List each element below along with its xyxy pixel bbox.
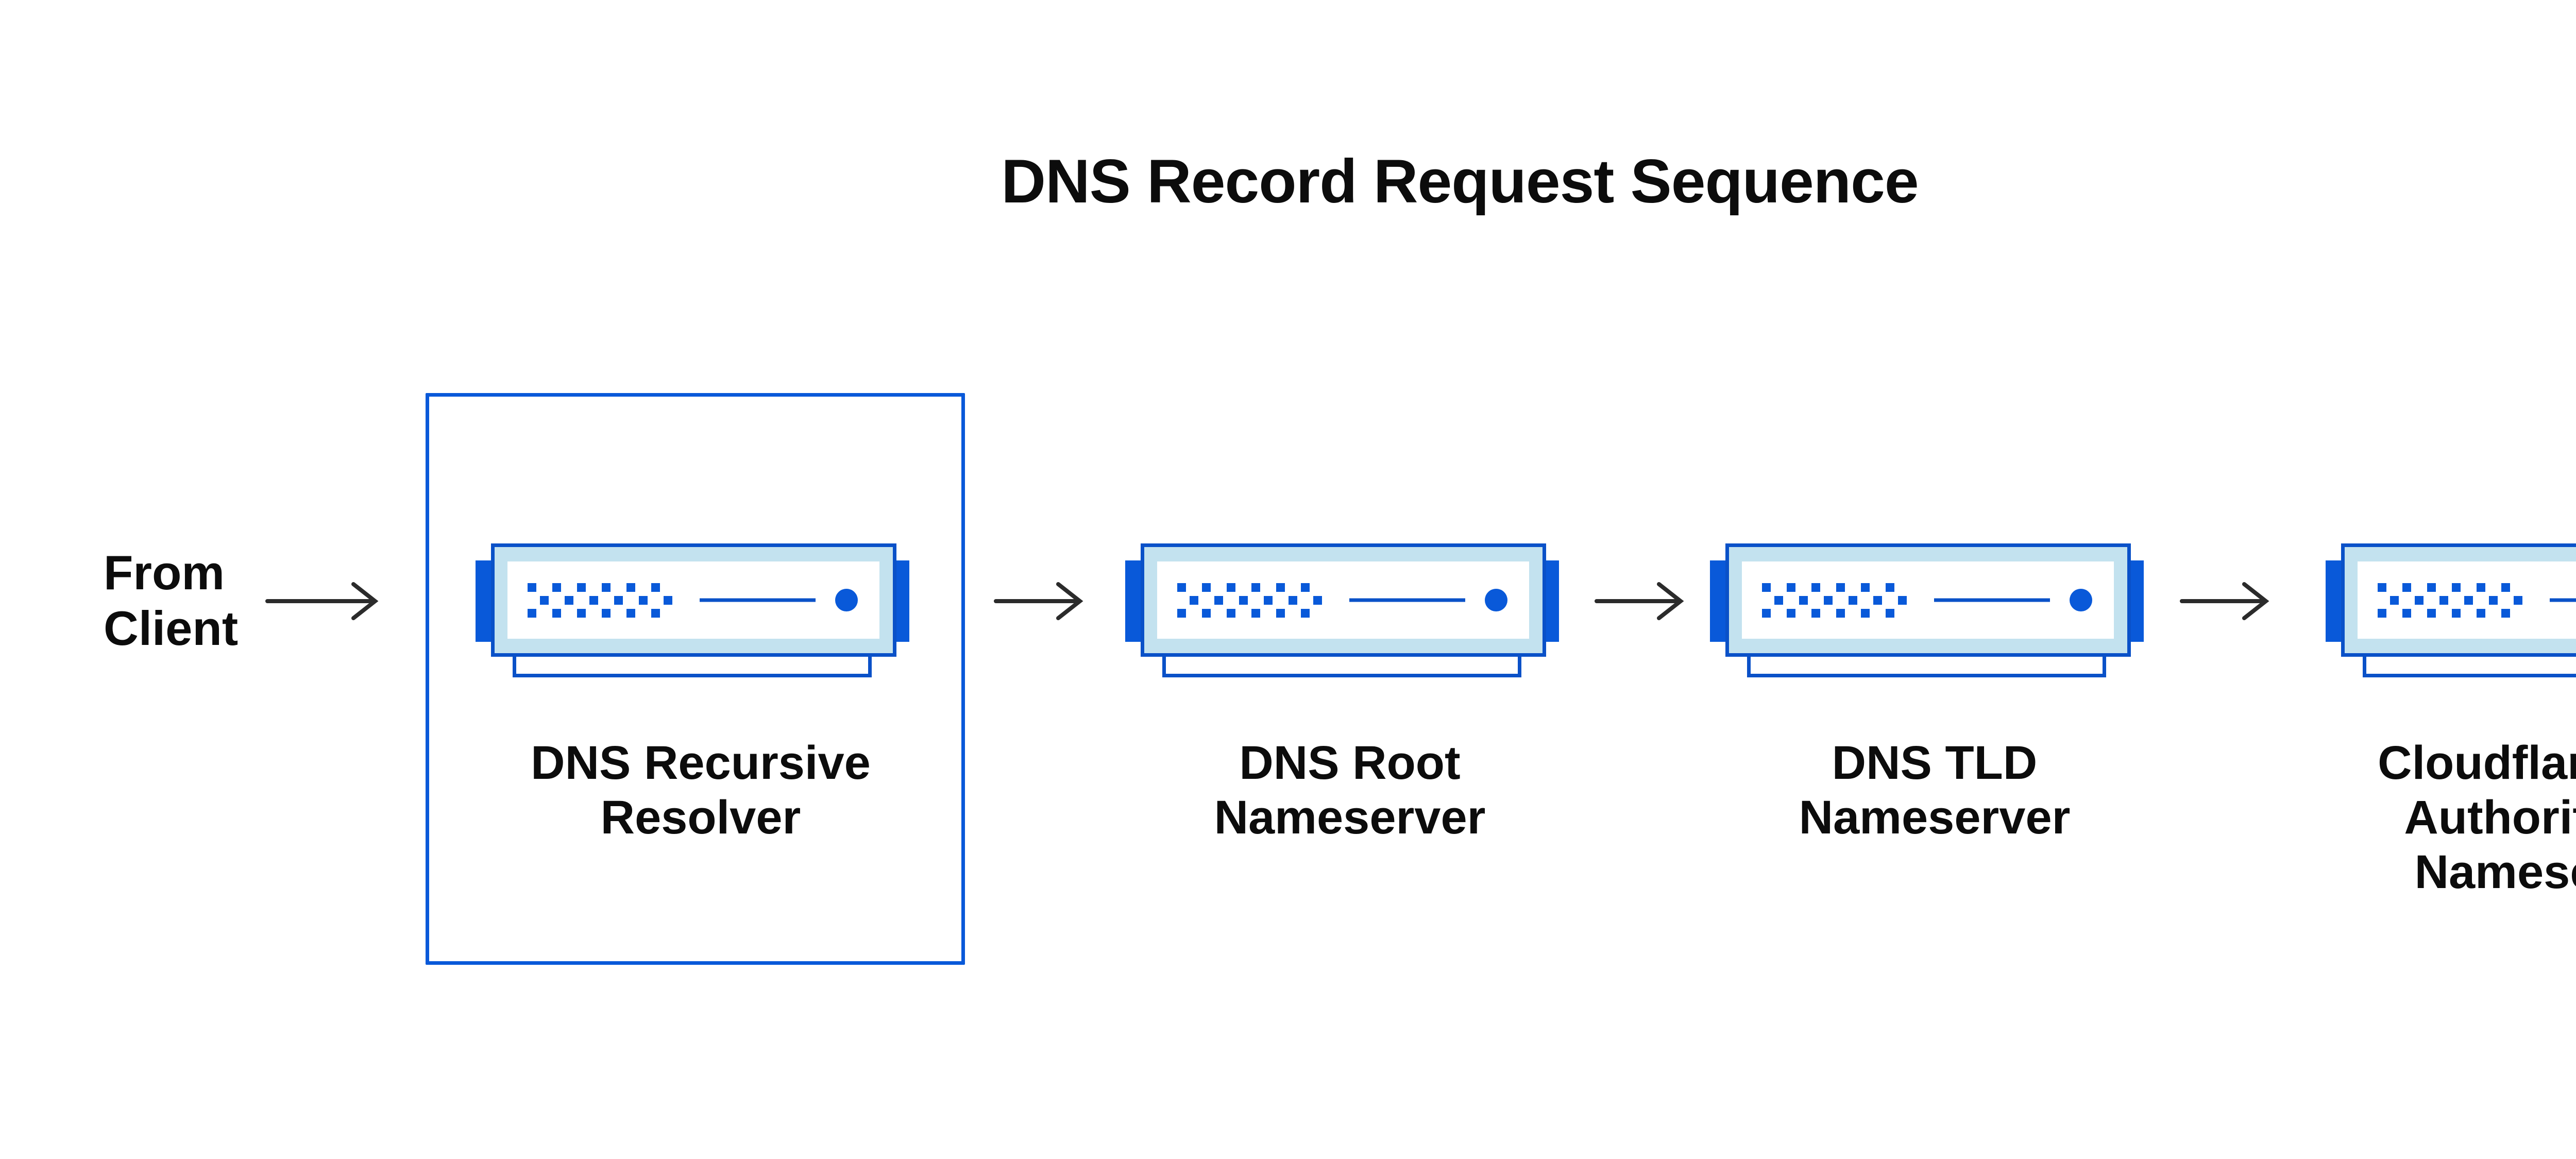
node-label-tld-nameserver: DNS TLD Nameserver [1799, 737, 2071, 844]
tld-to-authoritative-arrow [2180, 582, 2269, 620]
resolver-highlight-box [426, 393, 965, 965]
server-rack-icon [476, 543, 909, 678]
root-to-tld-arrow [1595, 582, 1684, 620]
server-rack-icon [1710, 543, 2144, 678]
diagram-title: DNS Record Request Sequence [1001, 147, 1919, 216]
node-label-recursive-resolver: DNS Recursive Resolver [531, 737, 871, 844]
node-label-root-nameserver: DNS Root Nameserver [1214, 737, 1486, 844]
resolver-to-root-arrow [994, 582, 1083, 620]
client-to-resolver-arrow [265, 582, 379, 620]
node-label-authoritative-nameserver: Cloudflare.com Authoritative Nameserver [2378, 737, 2576, 898]
server-rack-icon [2326, 543, 2576, 678]
from-client-label: From Client [104, 546, 239, 655]
server-rack-icon [1125, 543, 1559, 678]
